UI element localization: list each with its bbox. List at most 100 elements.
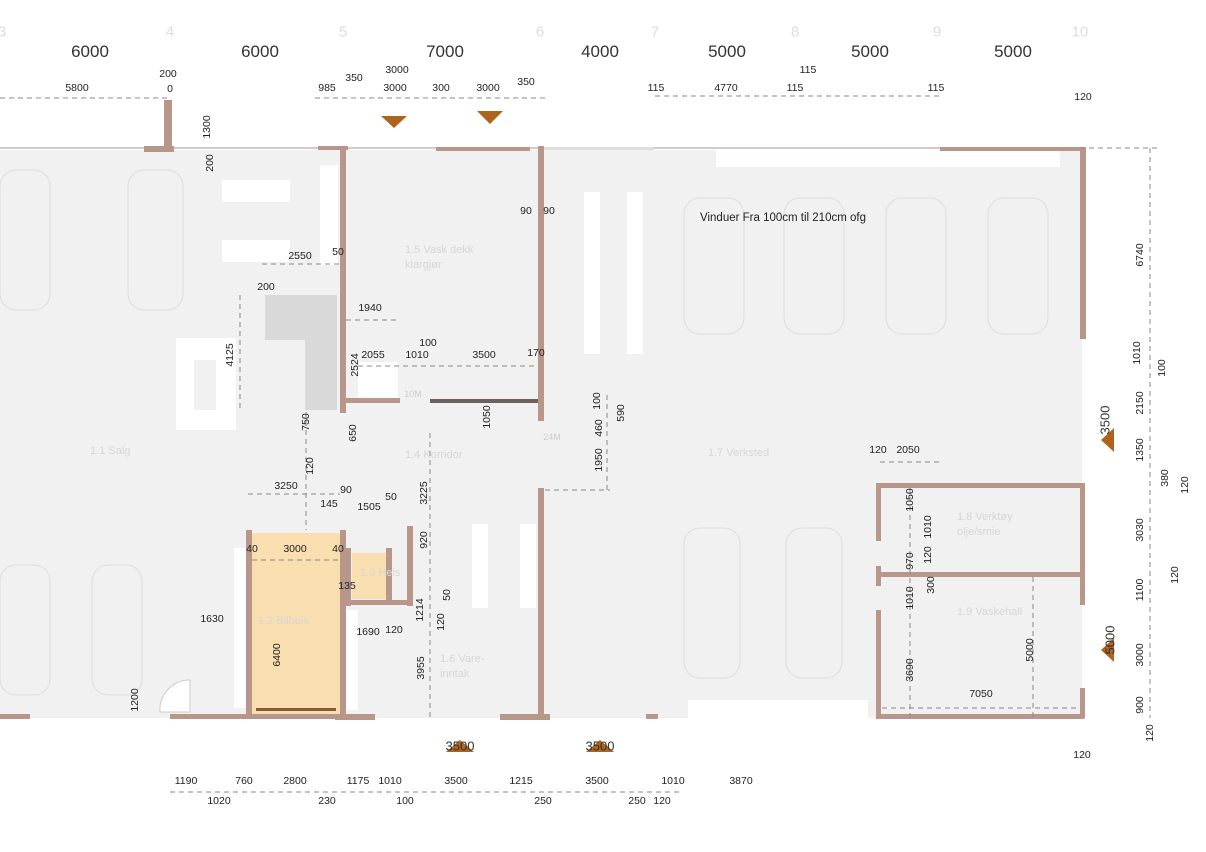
room-label: 1.9 Vaskehall [957,605,1022,620]
dimension-label: 2524 [349,353,361,377]
dimension-label: 1050 [481,405,493,429]
dimension-label: 3500 [472,349,496,361]
dimension-label: 120 [1179,476,1191,494]
dimension-label: 3500 [444,775,468,787]
grid-span-label: 6000 [71,42,109,61]
dimension-label: 650 [347,424,359,442]
room-name: Salg [108,445,131,457]
axis-number: 10 [1071,23,1089,41]
dimension-label: 120 [1144,724,1156,742]
room-name: Korridor [423,449,463,461]
dimension-label: 1100 [1134,578,1146,602]
dimension-label: 380 [1159,469,1171,487]
dimension-label: 0 [167,83,173,95]
dimension-label: 100 [396,795,414,807]
dimension-label: 115 [799,64,817,76]
dimension-lines [0,95,1160,793]
spiral-stair [159,679,191,713]
room-name: Vask dekk klargjør [405,244,474,271]
axis-number: 3 [0,23,7,41]
dimension-label: 1200 [129,688,141,712]
grid-span-label: 6000 [241,42,279,61]
dimension-label: 2800 [283,775,307,787]
dimension-label: 1020 [207,795,231,807]
dimension-label: 90 [520,205,532,217]
dimension-label: 3030 [1134,518,1146,542]
dimension-label: 300 [925,576,937,594]
room-number: 1.7 [708,447,724,459]
dimension-label: 1010 [1131,341,1143,365]
dimension-label: 300 [432,82,450,94]
dimension-label: 350 [345,72,363,84]
room-label: 1.4 Korridor [405,448,462,463]
dimension-label-large: 3500 [1097,405,1113,435]
dimension-label: 4125 [224,343,236,367]
grid-span-label: 7000 [426,42,464,61]
dimension-label-large: 5000 [1102,625,1118,655]
dimension-label: 1690 [356,626,380,638]
dimension-label: 1010 [661,775,685,787]
dimension-label: 970 [904,552,916,570]
dimension-label: 120 [1073,749,1091,761]
room-number: 1.8 [957,511,973,523]
dimension-label: 3000 [476,82,500,94]
dimension-label: 90 [340,484,352,496]
grid-span-label: 5000 [994,42,1032,61]
dimension-label: 100 [591,392,603,410]
room-name: Verksted [726,447,770,459]
room-label: 1.3 Heis [360,566,400,581]
dimension-label: 115 [647,82,665,94]
dimension-label: 1350 [1134,438,1146,462]
dimension-label: 1215 [509,775,533,787]
dimension-label: 3500 [585,775,609,787]
room-name: Verktøy olje/smie [957,511,1013,538]
dimension-label: 250 [534,795,552,807]
dimension-label: 40 [332,543,344,555]
dimension-label: 1175 [346,775,370,787]
dimension-label: 50 [332,246,344,258]
room-name: Heis [378,567,401,579]
dimension-label: 6400 [271,643,283,667]
window-height-note: Vinduer Fra 100cm til 210cm ofg [700,212,866,224]
dimension-label: 3000 [1134,643,1146,667]
dimension-label: 200 [159,68,177,80]
dimension-label: 1300 [201,115,213,139]
dimension-label: 750 [300,413,312,431]
room-label: 1.8 Verktøy olje/smie [957,510,1027,540]
dimension-label: 120 [1074,91,1092,103]
dimension-label: 5000 [1024,638,1036,662]
room-number: 1.4 [405,449,421,461]
walls [0,100,1086,720]
dimension-label: 145 [320,498,338,510]
dimension-label: 350 [517,76,535,88]
room-label: 1.5 Vask dekk klargjør [405,243,475,273]
grid-span-label: 4000 [581,42,619,61]
room-number: 1.9 [957,606,973,618]
grid-span-label: 5000 [708,42,746,61]
dimension-label: 6740 [1134,243,1146,267]
dimension-label: 170 [527,347,545,359]
dimension-label: 1950 [593,448,605,472]
axis-number: 7 [650,23,660,41]
stair-landing [265,340,305,410]
dimension-label: 590 [615,404,627,422]
dimension-label: 120 [385,624,403,636]
room-label: 1.1 Salg [90,444,130,459]
dimension-label: 5800 [65,82,89,94]
dimension-label: 760 [235,775,253,787]
room-label: 1.6 Vare-inntak [440,652,510,682]
dimension-label: 1190 [174,775,198,787]
dimension-label: 900 [1134,696,1146,714]
dimension-label: 200 [204,154,216,172]
room-number: 1.1 [90,445,106,457]
direction-markers [381,111,1114,752]
door-tag: 10M [404,389,422,399]
dimension-label: 2550 [288,250,312,262]
dimension-label: 115 [927,82,945,94]
dimension-label: 120 [1169,566,1181,584]
dimension-label: 250 [628,795,646,807]
furniture [176,150,1060,718]
dimension-label: 1630 [200,613,224,625]
lift-bilheis [248,533,343,718]
